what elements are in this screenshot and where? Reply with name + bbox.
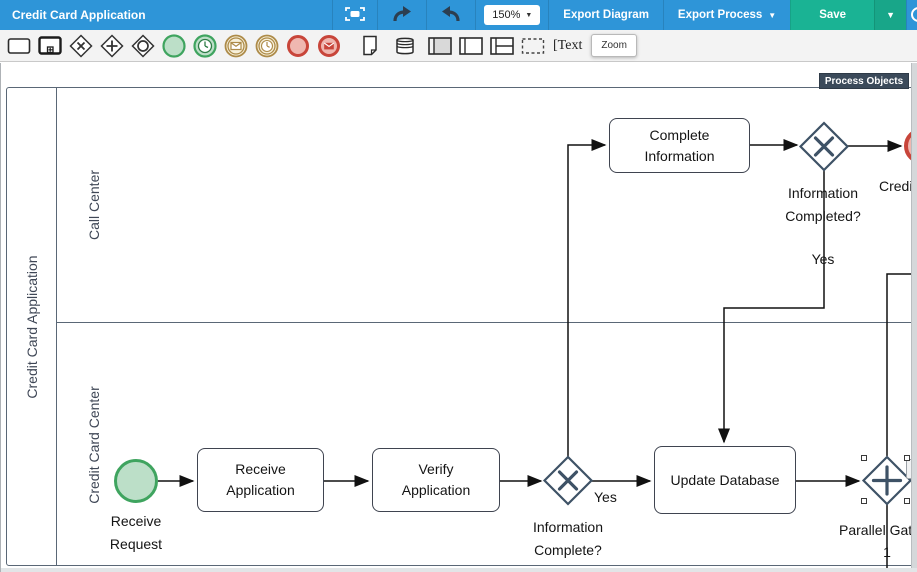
save-label: Save bbox=[819, 9, 847, 21]
pool-title-divider bbox=[56, 87, 57, 566]
process-objects-tab[interactable]: Process Objects bbox=[819, 73, 909, 89]
lane-divider bbox=[56, 322, 917, 323]
subprocess-icon[interactable] bbox=[37, 33, 63, 59]
message-intermediate-event-icon[interactable] bbox=[223, 33, 249, 59]
task-receive-application[interactable]: Receive Application bbox=[197, 448, 324, 512]
lane-icon[interactable] bbox=[489, 33, 515, 59]
task-label-line: Verify bbox=[418, 461, 454, 477]
export-diagram-label: Export Diagram bbox=[563, 9, 649, 21]
end-event-label: Credi bbox=[879, 178, 913, 194]
task-label-line: Complete bbox=[649, 126, 710, 143]
toolbar-edge-button-fragment[interactable] bbox=[906, 0, 917, 30]
task-label-line: Information bbox=[644, 147, 715, 164]
exclusive-gateway-x-icon bbox=[557, 470, 579, 491]
bottom-canvas-edge bbox=[1, 568, 917, 572]
redo-icon bbox=[387, 4, 417, 27]
save-dropdown-button[interactable]: ▼ bbox=[874, 0, 906, 30]
parallel-gateway-label-line1: Parallel Gate bbox=[839, 522, 917, 538]
flow-parallel-gateway-up-right[interactable] bbox=[886, 273, 917, 456]
flow-gateway-to-complete-information[interactable] bbox=[567, 139, 607, 457]
undo-icon bbox=[436, 4, 466, 27]
undo-button[interactable] bbox=[426, 0, 475, 30]
timer-intermediate-event-icon[interactable] bbox=[254, 33, 280, 59]
export-process-button[interactable]: Export Process ▼ bbox=[662, 0, 790, 30]
export-process-label: Export Process bbox=[677, 9, 763, 21]
diagram-canvas[interactable]: Credit Card Application Call Center Cred… bbox=[0, 63, 917, 572]
task-label-line: Receive bbox=[235, 461, 286, 477]
flow-yes-to-update-database[interactable] bbox=[718, 169, 825, 444]
start-event-icon[interactable] bbox=[161, 33, 187, 59]
caret-down-icon: ▼ bbox=[886, 10, 895, 20]
zoom-tooltip: Zoom bbox=[591, 34, 637, 57]
caret-down-icon: ▼ bbox=[525, 11, 533, 19]
inclusive-gateway-icon[interactable] bbox=[130, 33, 156, 59]
zoom-select-box[interactable]: 150% ▼ bbox=[484, 5, 541, 25]
task-label-line: Application bbox=[226, 482, 295, 498]
data-store-icon[interactable] bbox=[392, 33, 418, 59]
caret-down-icon: ▼ bbox=[768, 10, 777, 20]
fullscreen-icon bbox=[342, 4, 368, 27]
gateway-label-information-completed: Information Completed? bbox=[785, 185, 861, 224]
exclusive-gateway-icon[interactable] bbox=[68, 33, 94, 59]
timer-start-event-icon[interactable] bbox=[192, 33, 218, 59]
fullscreen-button[interactable] bbox=[332, 0, 377, 30]
selection-handle-bottom-left[interactable] bbox=[861, 498, 867, 504]
gateway-label-information-complete: Information Complete? bbox=[532, 519, 604, 558]
end-event-icon[interactable] bbox=[285, 33, 311, 59]
task-label: Update Database bbox=[670, 471, 780, 488]
zoom-level-value: 150% bbox=[492, 9, 521, 21]
exclusive-gateway-x-icon bbox=[813, 136, 835, 157]
task-verify-application[interactable]: Verify Application bbox=[372, 448, 500, 512]
group-icon[interactable] bbox=[520, 33, 546, 59]
parallel-gateway-label-line2: 1 bbox=[883, 544, 891, 560]
shape-palette: [Text Zoom bbox=[0, 30, 917, 62]
parallel-gateway-plus-icon bbox=[871, 465, 903, 496]
start-event-receive-request[interactable] bbox=[114, 459, 158, 503]
selection-handle-bottom-right[interactable] bbox=[904, 498, 910, 504]
diagram-title: Credit Card Application bbox=[12, 8, 146, 22]
pool-icon[interactable] bbox=[458, 33, 484, 59]
export-diagram-button[interactable]: Export Diagram bbox=[548, 0, 663, 30]
task-complete-information[interactable]: Complete Information bbox=[609, 118, 750, 173]
selection-handle-top-left[interactable] bbox=[861, 455, 867, 461]
start-event-label: Receive Request bbox=[109, 513, 163, 552]
edge-label-yes-lower: Yes bbox=[594, 489, 617, 505]
task-label-line: Application bbox=[401, 482, 471, 498]
task-icon[interactable] bbox=[6, 33, 32, 59]
edge-label-yes-upper: Yes bbox=[811, 251, 835, 267]
data-object-icon[interactable] bbox=[357, 33, 383, 59]
save-button[interactable]: Save bbox=[790, 0, 875, 30]
pool-filled-icon[interactable] bbox=[427, 33, 453, 59]
parallel-gateway-icon[interactable] bbox=[99, 33, 125, 59]
message-end-event-icon[interactable] bbox=[316, 33, 342, 59]
pool-credit-card-application[interactable] bbox=[6, 87, 917, 566]
selection-handle-top-right[interactable] bbox=[904, 455, 910, 461]
clipped-circle-icon bbox=[911, 7, 917, 22]
redo-button[interactable] bbox=[377, 0, 426, 30]
right-panel-edge bbox=[911, 63, 917, 572]
zoom-select[interactable]: 150% ▼ bbox=[475, 0, 548, 30]
text-annotation-icon[interactable]: [Text bbox=[553, 37, 583, 53]
top-toolbar: Credit Card Application bbox=[0, 0, 917, 30]
task-update-database[interactable]: Update Database bbox=[654, 446, 796, 514]
